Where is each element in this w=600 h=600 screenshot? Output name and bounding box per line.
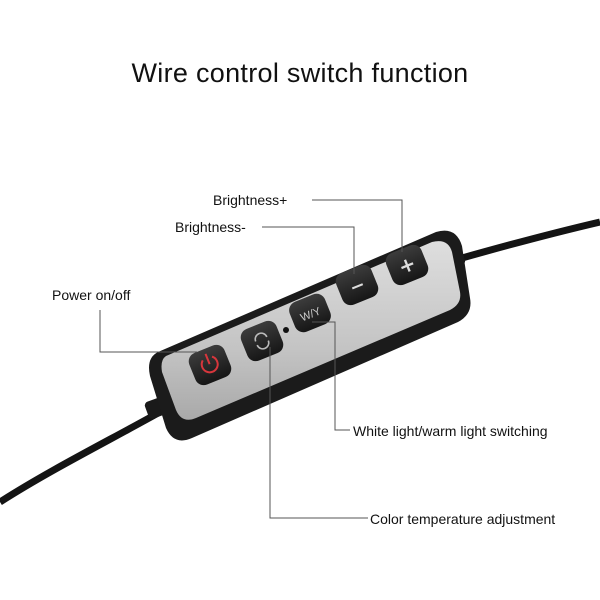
leader-line-wy — [312, 321, 350, 431]
brightness-plus-button[interactable]: + — [383, 242, 431, 288]
label-brightness-minus: Brightness- — [175, 219, 246, 235]
indicator-led — [283, 327, 289, 333]
diagram-title: Wire control switch function — [131, 58, 469, 88]
cable-right — [447, 218, 600, 266]
label-power: Power on/off — [52, 287, 131, 303]
leader-line-color-temp — [269, 347, 368, 519]
minus-button-label: − — [347, 274, 369, 299]
brightness-minus-button[interactable]: − — [333, 262, 381, 308]
power-icon — [200, 353, 219, 374]
leader-line-brightness-plus — [312, 199, 403, 252]
power-button[interactable] — [186, 342, 234, 388]
label-brightness-plus: Brightness+ — [213, 192, 288, 208]
label-wy-switch: White light/warm light switching — [353, 423, 548, 439]
controller-face — [161, 241, 461, 420]
label-color-temp: Color temperature adjustment — [370, 511, 556, 527]
leader-line-power — [99, 310, 197, 353]
color-temperature-button[interactable] — [238, 318, 286, 364]
cable-left — [0, 408, 162, 505]
wy-switch-button[interactable]: W/Y — [286, 291, 333, 335]
cycle-icon — [254, 332, 270, 350]
leader-line-brightness-minus — [262, 226, 355, 274]
